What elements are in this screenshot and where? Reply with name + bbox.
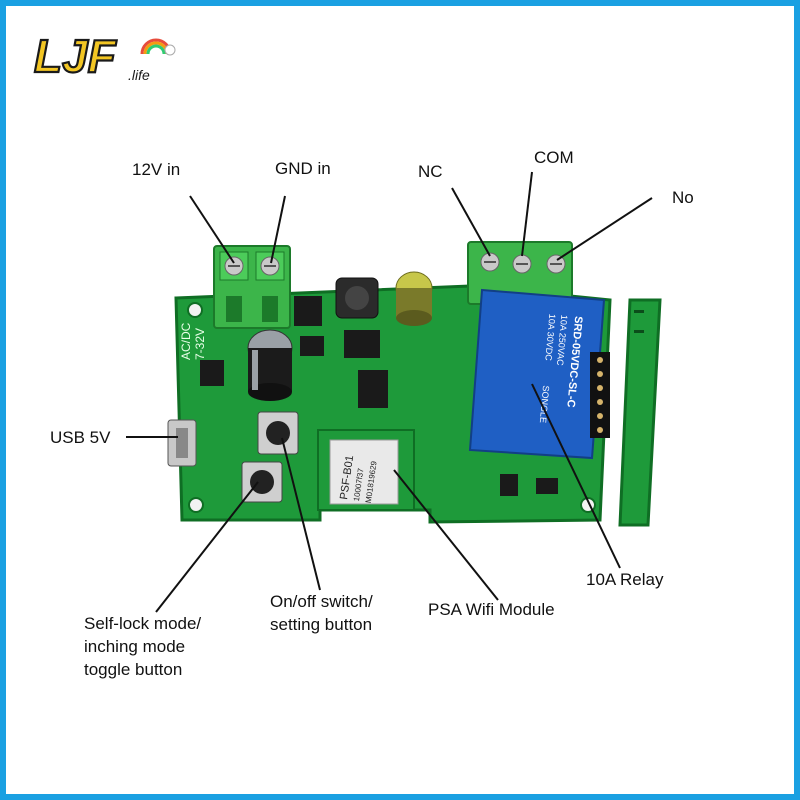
- leader-selflock: [155, 481, 259, 613]
- label-gnd-in: GND in: [275, 159, 331, 178]
- leader-onoff: [281, 437, 321, 591]
- label-10a-relay: 10A Relay: [586, 570, 664, 589]
- label-no: No: [672, 188, 694, 207]
- logo-suffix-text: .life: [128, 67, 150, 83]
- label-onoff-line-2: setting button: [270, 615, 373, 634]
- label-selflock-line-1: Self-lock mode/: [84, 614, 202, 633]
- pcb-side-strip: [618, 298, 662, 527]
- relay-print-brand: SONGLE: [538, 385, 551, 423]
- label-12v-in: 12V in: [132, 160, 181, 179]
- label-selflock-line-2: inching mode: [84, 637, 186, 656]
- relay-print-rating-2: 10A 30VDC: [543, 313, 557, 361]
- output-terminal-block: [467, 241, 573, 305]
- leader-12v: [189, 195, 235, 264]
- label-selflock-line-3: toggle button: [84, 660, 183, 679]
- relay-component: SRD-05VDC-SL-C 10A 250VAC 10A 30VDC SONG…: [468, 288, 606, 460]
- relay-print-rating-1: 10A 250VAC: [555, 314, 569, 366]
- input-terminal-block: [213, 245, 291, 329]
- board-print-voltage: 7-32V: [193, 328, 207, 360]
- rainbow-icon: [140, 38, 176, 56]
- label-onoff-button: On/off switch/ setting button: [270, 590, 373, 636]
- leader-lines: [126, 171, 653, 613]
- pin-header: [590, 352, 610, 438]
- capacitor-small: [395, 271, 433, 326]
- label-nc: NC: [418, 162, 443, 181]
- ic-chips: [200, 296, 558, 496]
- leader-nc: [451, 187, 491, 257]
- brand-logo: LJF .life: [33, 29, 176, 83]
- board-print-acdc: AC/DC: [179, 322, 193, 360]
- leader-gnd: [270, 195, 286, 264]
- label-com: COM: [534, 148, 574, 167]
- leader-com: [521, 171, 533, 257]
- onoff-button: [257, 411, 299, 455]
- label-onoff-line-1: On/off switch/: [270, 592, 373, 611]
- capacitor-large: [247, 329, 293, 401]
- logo-main-text: LJF: [34, 30, 118, 82]
- label-wifi-module: PSA Wifi Module: [428, 600, 555, 619]
- leader-relay: [531, 383, 621, 569]
- label-selflock-button: Self-lock mode/ inching mode toggle butt…: [84, 612, 201, 681]
- leader-no: [556, 197, 653, 261]
- label-usb-5v: USB 5V: [50, 428, 111, 447]
- selflock-button: [241, 461, 283, 503]
- leader-wifi: [393, 469, 499, 601]
- usb-port: [167, 419, 197, 467]
- wifi-module: PSF-B01 10007f37 M01819629: [317, 429, 415, 511]
